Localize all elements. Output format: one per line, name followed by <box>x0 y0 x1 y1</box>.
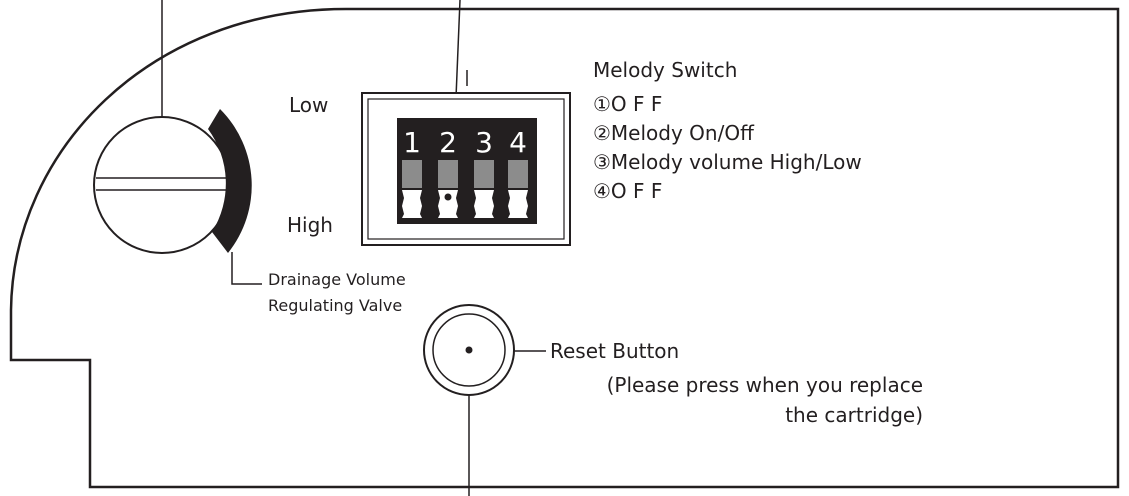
reset-label: Reset Button <box>550 339 679 363</box>
melody-item-4: ④O F F <box>593 179 662 203</box>
dip-number-3: 3 <box>475 126 493 159</box>
dip-switch-2[interactable] <box>438 160 458 218</box>
valve-name-line1: Drainage Volume <box>268 270 406 289</box>
switch2-leader-dot <box>444 193 452 201</box>
dip-switch-4[interactable] <box>508 160 528 218</box>
dip-switch-3[interactable] <box>474 160 494 218</box>
melody-item-3: ③Melody volume High/Low <box>593 150 862 174</box>
dip-number-1: 1 <box>403 126 421 159</box>
melody-switch-title: Melody Switch <box>593 58 737 82</box>
drainage-valve-knob[interactable] <box>93 116 231 254</box>
melody-item-1: ①O F F <box>593 92 662 116</box>
valve-high-label: High <box>287 213 333 237</box>
valve-low-label: Low <box>289 93 328 117</box>
valve-label-leader <box>231 252 262 285</box>
panel-outline <box>9 7 1120 489</box>
reset-note-line1: (Please press when you replace <box>607 373 923 397</box>
valve-name-line2: Regulating Valve <box>268 296 402 315</box>
dip-number-4: 4 <box>509 126 527 159</box>
reset-leader-dot <box>465 346 473 354</box>
dip-number-2: 2 <box>439 126 457 159</box>
melody-item-2: ②Melody On/Off <box>593 121 755 145</box>
volume-scale-arc <box>208 109 252 253</box>
reset-note-line2: the cartridge) <box>785 403 923 427</box>
dip-switch-1[interactable] <box>402 160 422 218</box>
switch-housing-inner <box>367 98 565 240</box>
